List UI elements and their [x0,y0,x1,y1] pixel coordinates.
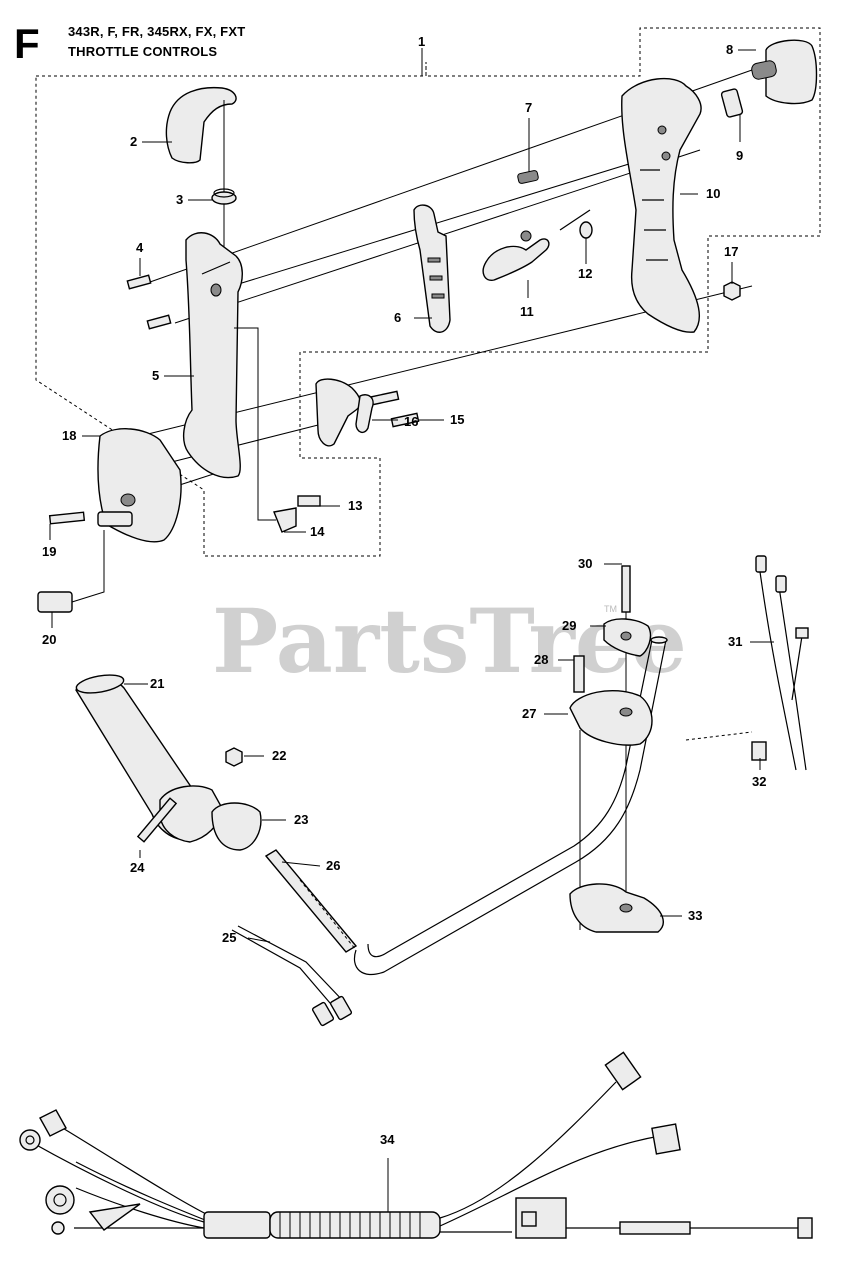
callout-27: 27 [522,706,536,721]
part-26-cable-sleeve [264,849,358,953]
part-7-spring [517,170,539,184]
callout-18: 18 [62,428,76,443]
callout-13: 13 [348,498,362,513]
callout-25: 25 [222,930,236,945]
callout-29: 29 [562,618,576,633]
handlebar-tube [353,639,667,976]
part-9-switch [720,88,744,118]
callout-15: 15 [450,412,464,427]
watermark-tm: TM [604,604,617,614]
part-4-screw [126,274,152,290]
part-19-screw [48,511,86,525]
part-24-bolt [136,797,178,843]
part-33-clamp-bottom [569,883,664,933]
part-12-spring-pin [579,221,593,239]
callout-2: 2 [130,134,137,149]
callout-23: 23 [294,812,308,827]
part-2-throttle-trigger [165,86,237,164]
callout-32: 32 [752,774,766,789]
callout-33: 33 [688,908,702,923]
part-23-clamp-knob [211,802,262,851]
part-32-clip [751,741,767,761]
callout-9: 9 [736,148,743,163]
callout-34: 34 [380,1132,395,1147]
part-22-nut [225,747,243,767]
part-13-screw [297,495,321,507]
part-14-clamp [273,507,297,533]
part-34-main-harness [23,1137,268,1223]
callout-11: 11 [520,304,534,319]
part-20-switch [37,591,73,613]
part-8-grip-end [765,39,818,105]
model-list: 343R, F, FR, 345RX, FX, FXT [68,24,246,39]
part-15-bolt-b [390,412,420,428]
callout-31: 31 [728,634,742,649]
callout-19: 19 [42,544,56,559]
callout-22: 22 [272,748,286,763]
callout-10: 10 [706,186,720,201]
part-4-screw-b [146,314,172,330]
callout-4: 4 [136,240,144,255]
part-5-handle-half [182,232,243,479]
part-3-spring [211,191,237,205]
callout-6: 6 [394,310,401,325]
part-17-nut [723,281,741,301]
callout-7: 7 [525,100,532,115]
callout-14: 14 [310,524,325,539]
part-25-cable [231,929,337,1011]
callout-17: 17 [724,244,738,259]
callout-24: 24 [130,860,145,875]
callout-16: 16 [404,414,418,429]
part-11-stop-switch [482,238,550,281]
part-10-handle-half [621,77,702,333]
callout-12: 12 [578,266,592,281]
part-16-throttle-lever [315,378,362,447]
part-30-bolt [621,565,631,613]
callout-1: 1 [418,34,425,49]
callout-26: 26 [326,858,340,873]
part-6-lockout-lever [413,204,451,333]
part-28-bolt [573,655,585,693]
section-letter: F [14,20,40,67]
callout-20: 20 [42,632,56,647]
part-27-clamp-base [569,689,653,746]
callout-3: 3 [176,192,183,207]
callout-30: 30 [578,556,592,571]
part-15-bolt [370,390,400,406]
diagram-title: THROTTLE CONTROLS [68,44,218,59]
callout-21: 21 [150,676,164,691]
callout-28: 28 [534,652,548,667]
callout-8: 8 [726,42,733,57]
part-31-wire-harness [757,557,797,771]
callout-5: 5 [152,368,159,383]
assembly-outline [35,27,821,557]
